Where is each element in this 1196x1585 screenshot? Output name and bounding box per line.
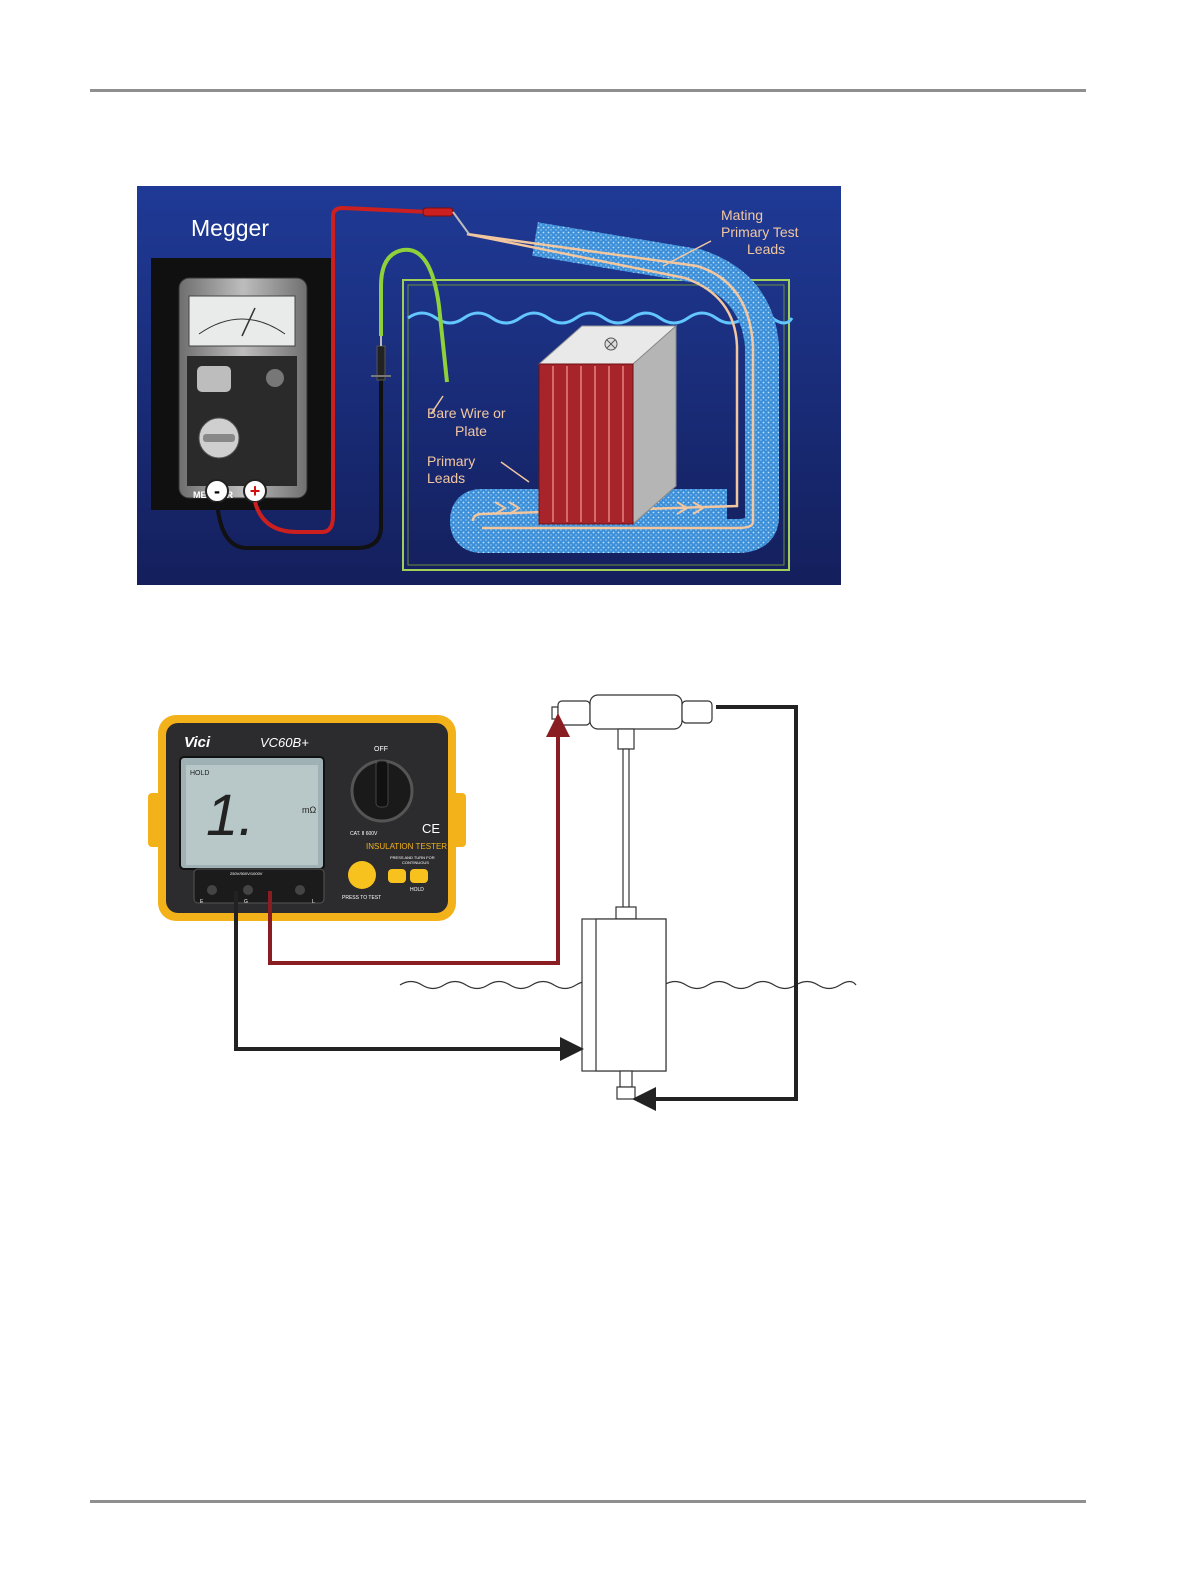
press-to-test-label: PRESS TO TEST [342,895,381,901]
black-arrow-loop [644,707,796,1099]
submersible-body [582,919,666,1099]
insulation-tester-diagram: Vici VC60B+ HOLD 1. mΩ OFF CE CAT. Ⅱ 600… [120,685,865,1130]
terminal-g[interactable] [243,885,253,895]
megger-title: Megger [191,215,269,241]
display-unit: mΩ [302,805,316,815]
terminal-l-label: L [312,899,315,905]
megger-test-slide: MEGGER - + Megger Mating Primary Test Le… [137,186,841,585]
range-off-label: OFF [374,746,388,753]
battery-cell [539,326,676,524]
display-reading: 1. [206,783,254,848]
ce-mark: CE [422,821,440,836]
vici-model: VC60B+ [260,735,309,750]
positive-terminal-sign: + [250,481,261,501]
display-hold-flag: HOLD [190,770,209,777]
insulation-tester-label: INSULATION TESTER [366,842,447,851]
terminal-voltage-label: 250V/500V/1000V [230,871,263,876]
hold-button[interactable] [410,869,428,883]
vici-brand: Vici [184,734,211,751]
mating-label-3: Leads [747,241,785,257]
negative-terminal-sign: - [214,481,220,501]
cat-rating: CAT. Ⅱ 600V [350,831,378,837]
mating-label-2: Primary Test [721,224,799,240]
vici-meter: Vici VC60B+ HOLD 1. mΩ OFF CE CAT. Ⅱ 600… [148,715,466,921]
hold-button-label: HOLD [410,887,424,893]
top-rule [90,89,1086,92]
primary-leads-label-2: Leads [427,470,465,486]
megger-device: MEGGER [179,278,307,500]
mating-label-1: Mating [721,207,763,223]
primary-leads-label-1: Primary [427,453,475,469]
bottom-rule [90,1500,1086,1503]
terminal-g-label: G [244,899,248,905]
press-turn-label-2: CONTINUOUS [402,860,429,865]
bare-wire-label-1: Bare Wire or [427,405,506,421]
function-button[interactable] [388,869,406,883]
press-to-test-button[interactable] [348,861,376,889]
bare-wire-label-2: Plate [455,423,487,439]
terminal-e[interactable] [207,885,217,895]
terminal-l[interactable] [295,885,305,895]
t-connector [552,695,712,919]
